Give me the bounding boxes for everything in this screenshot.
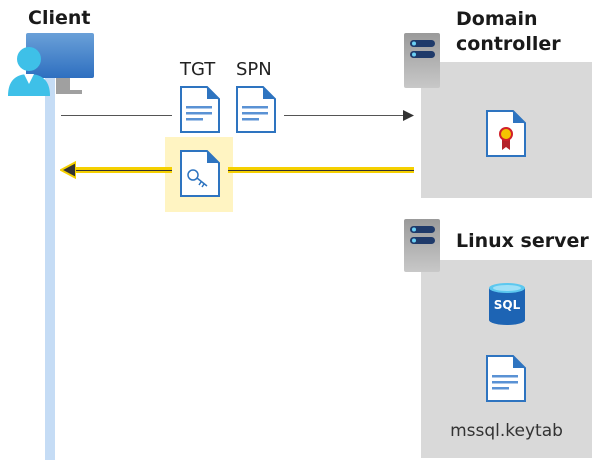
request-arrow-line-right	[284, 115, 406, 116]
keytab-file-label: mssql.keytab	[450, 421, 563, 441]
request-arrow-line-left	[61, 115, 172, 116]
domain-controller-server-icon	[404, 33, 440, 88]
service-ticket-key-icon	[180, 150, 220, 197]
domain-controller-title-line2: controller	[456, 33, 561, 55]
response-arrow-line-right	[228, 167, 414, 173]
tgt-label: TGT	[180, 59, 216, 80]
response-arrowhead-icon	[60, 161, 76, 179]
tgt-document-icon	[180, 86, 220, 133]
client-computer-user-icon	[8, 33, 94, 96]
linux-server-title: Linux server	[456, 230, 589, 252]
spn-label: SPN	[236, 59, 272, 80]
spn-document-icon	[236, 86, 276, 133]
response-arrow-line-left	[72, 167, 172, 173]
client-lifeline	[45, 78, 55, 460]
certificate-document-icon	[486, 110, 526, 157]
client-title: Client	[28, 7, 91, 29]
domain-controller-title-line1: Domain	[456, 8, 538, 30]
sql-label: SQL	[493, 298, 521, 312]
linux-server-icon	[404, 219, 440, 272]
keytab-document-icon	[486, 355, 526, 402]
request-arrowhead-icon	[403, 110, 414, 121]
sql-database-icon: SQL	[488, 282, 526, 326]
